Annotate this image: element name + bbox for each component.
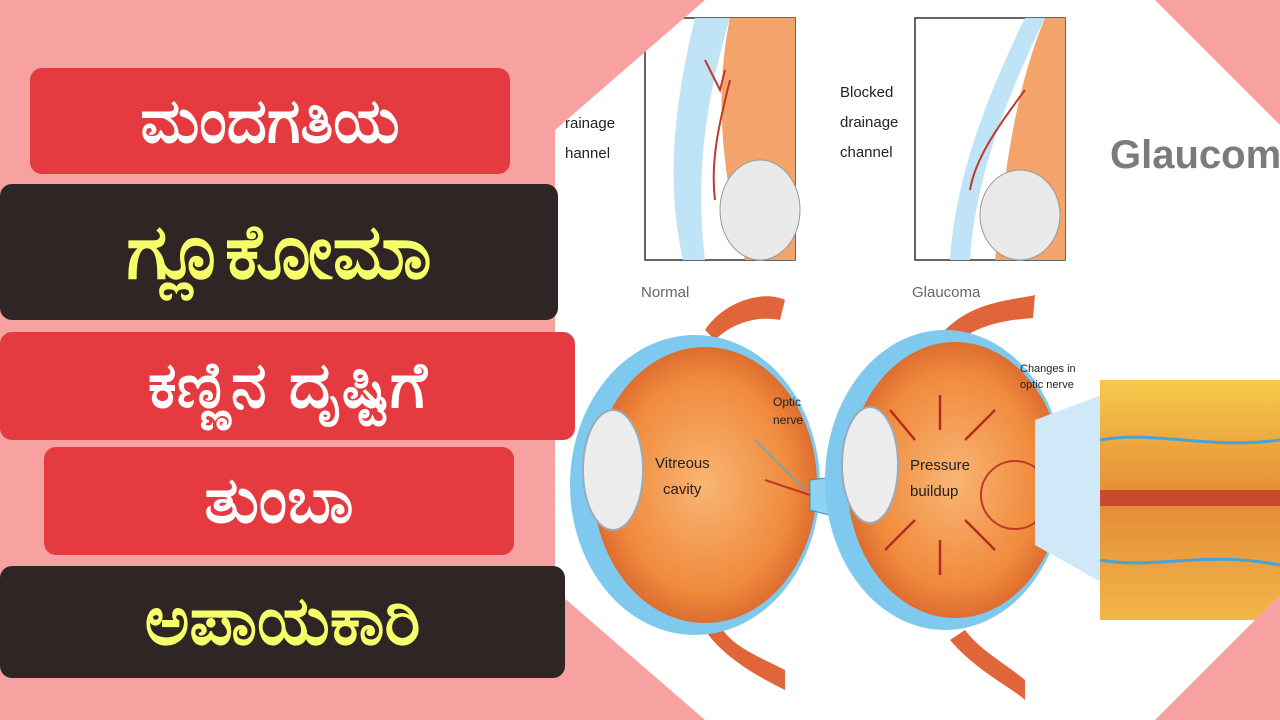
headline-line-1: ಮಂದಗತಿಯ: [30, 68, 510, 174]
optic-nerve-cross-section: [1035, 380, 1280, 620]
changes-label-1: Changes in: [1020, 363, 1076, 375]
vitreous-label-1: Vitreous: [655, 455, 710, 472]
glaucoma-inset: [914, 17, 1066, 261]
glaucoma-inset-label-1: Blocked: [840, 84, 893, 101]
normal-caption: Normal: [641, 284, 689, 301]
vitreous-label-2: cavity: [663, 481, 702, 498]
headline-line-5: ಅಪಾಯಕಾರಿ: [0, 566, 565, 678]
pressure-label-1: Pressure: [910, 457, 970, 474]
pressure-label-2: buildup: [910, 483, 958, 500]
headline-line-2: ಗ್ಲೂಕೋಮಾ: [0, 184, 558, 320]
optic-label-1: Optic: [773, 395, 801, 409]
diagram-panel: rainage hannel Blocked drainage channel …: [555, 0, 1280, 720]
normal-inset-label-2: hannel: [565, 145, 610, 162]
glaucoma-eye: [825, 295, 1065, 700]
headline-line-3: ಕಣ್ಣಿನ ದೃಷ್ಟಿಗೆ: [0, 332, 575, 440]
glaucoma-inset-label-2: drainage: [840, 114, 898, 131]
normal-inset: [644, 17, 801, 261]
glaucoma-caption: Glaucoma: [912, 284, 981, 301]
optic-label-2: nerve: [773, 413, 803, 427]
headline-line-4: ತುಂಬಾ: [44, 447, 514, 555]
glaucoma-diagram: rainage hannel Blocked drainage channel …: [565, 17, 1280, 700]
normal-inset-label-1: rainage: [565, 115, 615, 132]
diagram-title: Glaucom: [1110, 133, 1280, 177]
changes-label-2: optic nerve: [1020, 379, 1074, 391]
glaucoma-inset-label-3: channel: [840, 144, 893, 161]
